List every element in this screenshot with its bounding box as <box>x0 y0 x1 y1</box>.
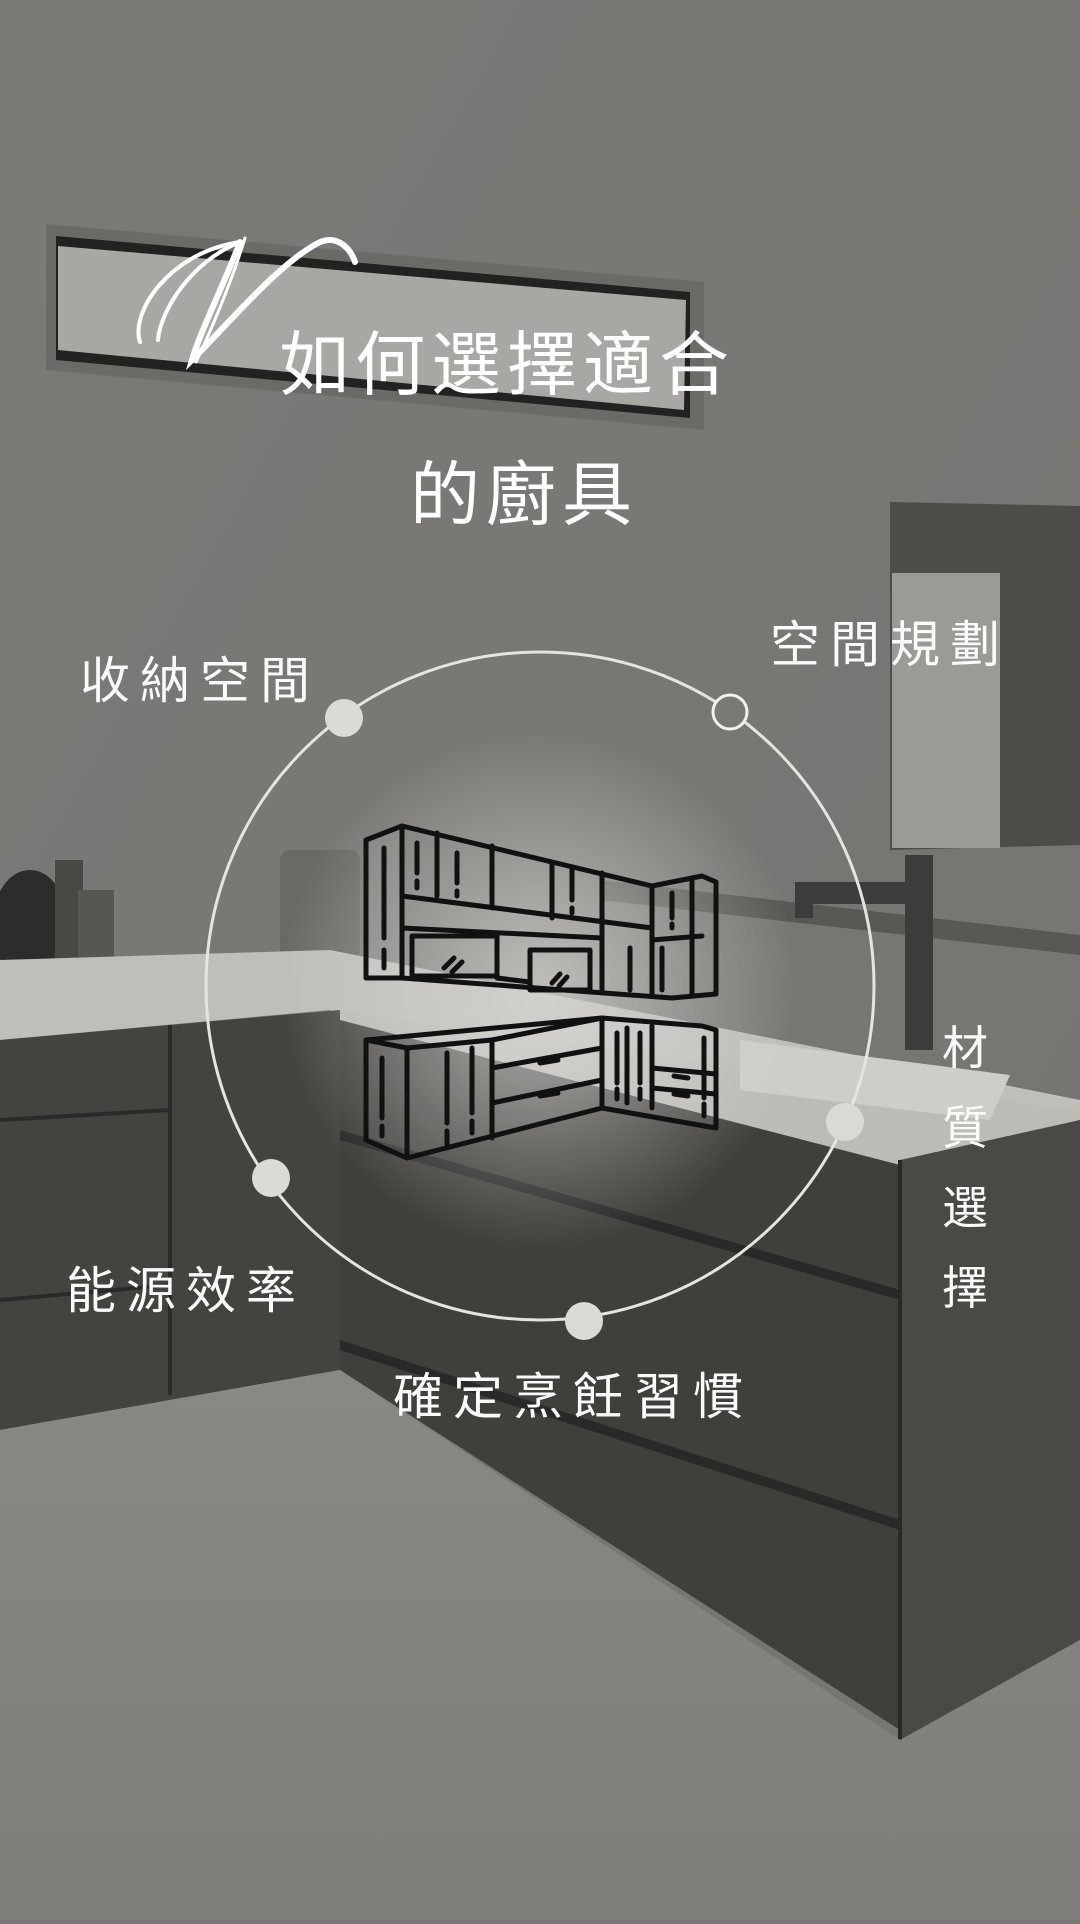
topic-material-label: 材 質 選 擇 <box>935 1008 995 1328</box>
energy-dot <box>252 1159 290 1197</box>
poster-title-line2: 的廚具 <box>410 454 638 536</box>
material-dot <box>826 1103 864 1141</box>
space-planning-dot-hollow <box>711 693 749 731</box>
poster-title-line1: 如何選擇適合 <box>279 324 735 406</box>
monogram-v-icon <box>136 236 358 371</box>
material-char: 材 <box>942 1021 988 1075</box>
material-char: 質 <box>942 1101 988 1155</box>
topic-energy-label: 能源效率 <box>66 1262 306 1320</box>
topic-storage-label: 收納空間 <box>80 652 320 710</box>
material-char: 擇 <box>942 1261 988 1315</box>
cooking-habits-dot <box>565 1302 603 1340</box>
topic-cooking-habits-label: 確定烹飪習慣 <box>393 1368 753 1426</box>
material-char: 選 <box>942 1181 988 1235</box>
storage-dot <box>325 699 363 737</box>
kitchen-cabinets-icon <box>363 823 719 1161</box>
topic-space-planning-label: 空間規劃 <box>770 616 1010 674</box>
